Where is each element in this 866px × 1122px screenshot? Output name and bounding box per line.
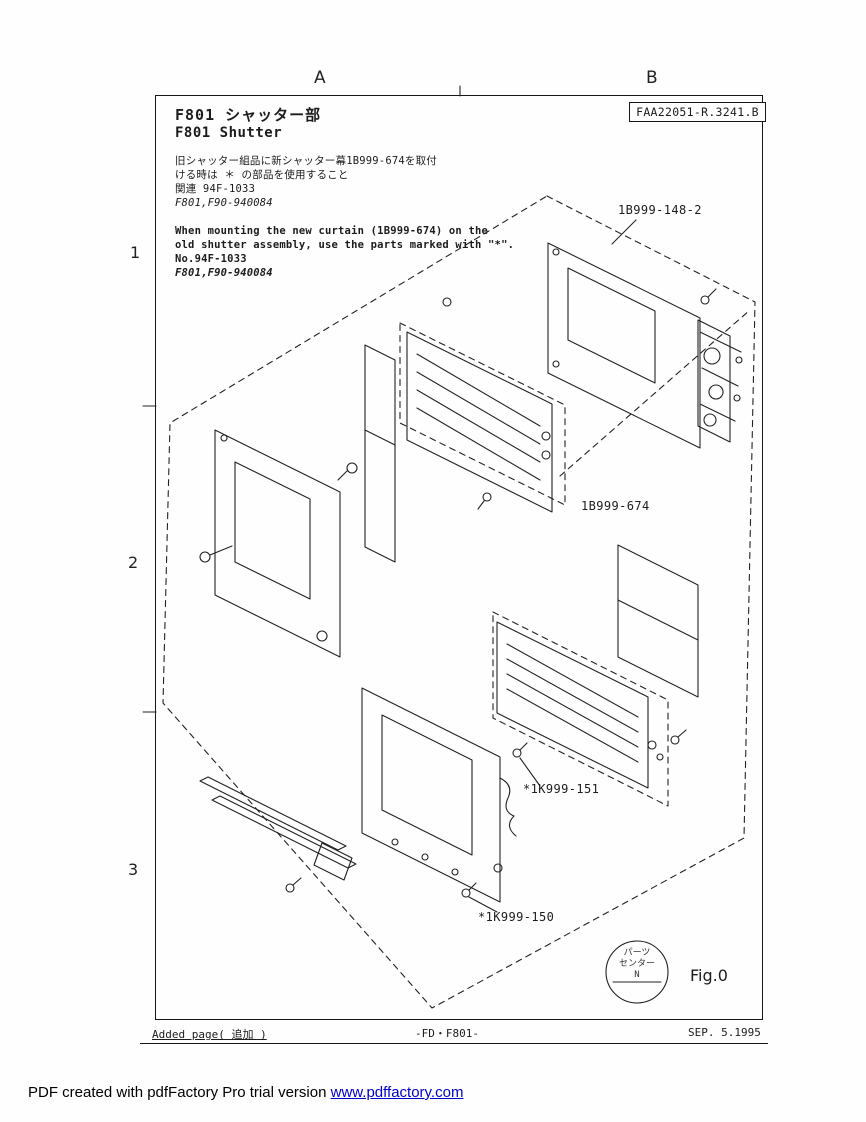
note-en-line3: No.94F-1033 xyxy=(175,253,247,265)
grid-col-b: B xyxy=(646,68,658,88)
note-en-line2: old shutter assembly, use the parts mark… xyxy=(175,239,515,251)
note-english: When mounting the new curtain (1B999-674… xyxy=(175,224,514,280)
doc-number-box: FAA22051-R.3241.B xyxy=(629,102,766,122)
drawing-frame xyxy=(155,95,763,1020)
footer-added-page: Added page( 追加 ) xyxy=(152,1028,267,1041)
stamp-line1: パーツ xyxy=(623,948,651,958)
note-jp-line4: F801,F90-940084 xyxy=(175,197,273,209)
grid-row-2: 2 xyxy=(128,553,139,572)
note-jp-line1: 旧シャッター組品に新シャッター幕1B999-674を取付 xyxy=(175,155,437,167)
page-title-jp: F801 シャッター部 xyxy=(175,106,322,124)
part-label-1b999-148-2: 1B999-148-2 xyxy=(618,203,702,217)
pdffactory-link[interactable]: www.pdffactory.com xyxy=(330,1084,464,1101)
note-jp-line3: 関連 94F-1033 xyxy=(175,183,256,195)
stamp-line3: N xyxy=(634,970,640,980)
note-en-line1: When mounting the new curtain (1B999-674… xyxy=(175,225,489,237)
note-jp-line2: ける時は ＊ の部品を使用すること xyxy=(175,169,349,181)
part-label-1k999-150: *1K999-150 xyxy=(478,910,555,924)
footer-date: SEP. 5.1995 xyxy=(688,1026,761,1039)
pdf-banner: PDF created with pdfFactory Pro trial ve… xyxy=(28,1084,463,1101)
stamp-line2: センター xyxy=(618,959,655,969)
part-label-1k999-151: *1K999-151 xyxy=(523,782,600,796)
part-label-1b999-674: 1B999-674 xyxy=(581,499,650,513)
grid-col-a: A xyxy=(314,68,326,88)
note-en-line4: F801,F90-940084 xyxy=(175,267,273,279)
pdf-banner-text: PDF created with pdfFactory Pro trial ve… xyxy=(28,1084,331,1101)
parts-center-stamp: パーツ センター N xyxy=(606,948,668,981)
page-title-en: F801 Shutter xyxy=(175,125,283,141)
footer-model-code: -FD・F801- xyxy=(415,1027,479,1040)
grid-row-3: 3 xyxy=(128,860,139,879)
figure-label: Fig.0 xyxy=(690,966,728,985)
footer-rule xyxy=(140,1043,768,1044)
doc-number: FAA22051-R.3241.B xyxy=(636,105,759,119)
note-japanese: 旧シャッター組品に新シャッター幕1B999-674を取付 ける時は ＊ の部品を… xyxy=(175,154,437,210)
grid-row-1: 1 xyxy=(130,243,141,262)
